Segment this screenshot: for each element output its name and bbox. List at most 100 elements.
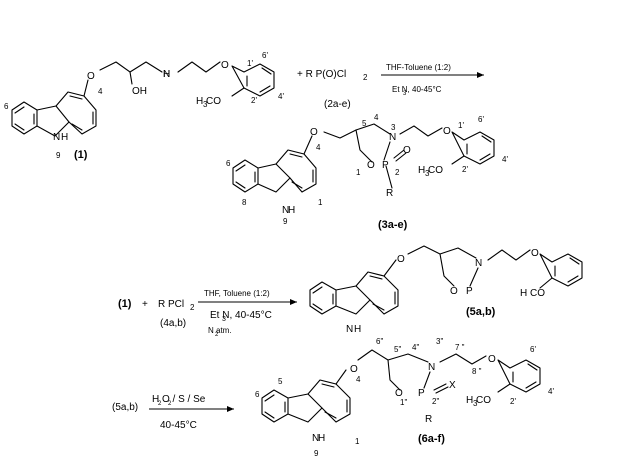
p6-num-4dd: 4" — [412, 343, 419, 352]
conditions-1-top: THF-Toluene (1:2) — [386, 63, 451, 72]
p3-num-1p: 1' — [458, 121, 464, 130]
p3-num-2p: 2' — [462, 165, 468, 174]
r2-reactant-1: (1) — [118, 298, 132, 310]
p3-sub-3: 3 — [425, 169, 430, 178]
p3-atom-O-ring: O — [367, 160, 375, 171]
num-2p: 2' — [251, 96, 257, 105]
sub-3: 3 — [203, 100, 208, 109]
r3-sub-1: 2 — [158, 401, 162, 407]
num-9: 9 — [56, 151, 61, 160]
r2-conditions-bottom-sub: 2 — [215, 332, 219, 338]
p6-atom-X: X — [449, 380, 456, 391]
r3-conditions-bottom: 40-45°C — [160, 420, 197, 431]
label-product-6af: (6a-f) — [418, 433, 445, 445]
reagent-RPOCl2: + R P(O)Cl — [297, 69, 346, 80]
p3-num-6p: 6' — [478, 115, 484, 124]
p6-num-6: 6 — [255, 390, 260, 399]
p6-sub-3: 3 — [473, 399, 478, 408]
arrow-head-3 — [227, 406, 234, 412]
p6-num-1dd: 1" — [400, 398, 407, 407]
r2-conditions-bottom: N atm. — [208, 326, 232, 335]
p6-atom-P: P — [418, 388, 425, 399]
r3-conditions-top: H O / S / Se — [152, 394, 206, 405]
conditions-1-sub: 3 — [403, 91, 407, 97]
p3-atom-H: H — [288, 205, 295, 216]
p3-atom-P: P — [382, 160, 389, 171]
arrow-head-1 — [477, 72, 484, 78]
p3-atom-R: R — [386, 188, 393, 199]
r2-conditions-top: THF, Toluene (1:2) — [204, 289, 270, 298]
reagent-sub-2: 2 — [363, 73, 368, 82]
p6-atom-O-ring: O — [395, 388, 403, 399]
p3-num-5: 5 — [362, 119, 367, 128]
r3-sub-2: 2 — [168, 401, 172, 407]
p3-num-6: 6 — [226, 159, 231, 168]
p5-atom-H2CO: H CO — [520, 288, 545, 299]
p6-atom-N: N — [428, 362, 435, 373]
conditions-1-bottom: Et N, 40-45°C — [392, 85, 442, 94]
p3-atom-O2: O — [443, 126, 451, 137]
p3-num-4p: 4' — [502, 155, 508, 164]
compound-3 — [232, 123, 495, 193]
p5-atom-O2: O — [531, 248, 539, 259]
r2-reagent-sub: 2 — [190, 303, 195, 312]
p6-atom-NH: N — [312, 433, 319, 444]
p3-num-2: 2 — [395, 168, 400, 177]
p6-num-1: 1 — [355, 437, 360, 446]
p5-atom-P: P — [466, 286, 473, 297]
p3-atom-N: N — [389, 132, 396, 143]
atom-N: N — [163, 69, 170, 80]
p6-atom-O: O — [350, 364, 358, 375]
r2-plus: + — [142, 299, 148, 310]
p3-num-9: 9 — [283, 217, 288, 226]
r2-conditions-mid-sub: 3 — [222, 316, 226, 323]
p6-atom-O2: O — [488, 354, 496, 365]
p6-num-2p: 2' — [510, 397, 516, 406]
p6-num-9: 9 — [314, 449, 319, 458]
atom-O: O — [87, 71, 95, 82]
p6-num-5dd: 5" — [394, 345, 401, 354]
atom-NH: H — [163, 69, 170, 80]
p5-atom-O-ring: O — [450, 286, 458, 297]
label-compound-1: (1) — [74, 149, 88, 161]
atom-H-ring: H — [61, 132, 68, 143]
p3-num-1-carb: 1 — [318, 198, 323, 207]
num-6: 6 — [4, 102, 9, 111]
p6-num-7dd: 7 " — [455, 343, 465, 352]
atom-OH: OH — [132, 86, 147, 97]
p3-atom-O: O — [310, 127, 318, 138]
compound-1 — [11, 61, 275, 137]
p6-num-6dd: 6" — [376, 337, 383, 346]
p3-atom-H3CO: H CO — [418, 165, 443, 176]
p6-atom-H3CO: H CO — [466, 395, 491, 406]
p6-num-3dd: 3" — [436, 337, 443, 346]
p3-num-1: 1 — [356, 168, 361, 177]
p3-atom-NH: N — [282, 205, 289, 216]
p3-num-8: 8 — [242, 198, 247, 207]
p6-num-8dd: 8 " — [472, 367, 482, 376]
p6-num-4p: 4' — [548, 387, 554, 396]
p6-num-4: 4 — [356, 375, 361, 384]
label-product-3ae: (3a-e) — [378, 219, 408, 231]
arrow-head-2 — [290, 299, 297, 305]
p6-num-5: 5 — [278, 377, 283, 386]
compound-6 — [261, 349, 541, 423]
compound-5 — [309, 245, 583, 315]
label-product-5ab: (5a,b) — [466, 306, 496, 318]
num-6p: 6' — [262, 51, 268, 60]
p6-atom-R: R — [425, 414, 432, 425]
p6-num-2dd: 2" — [432, 397, 439, 406]
p5-atom-N: N — [475, 258, 482, 269]
num-1p: 1' — [247, 59, 253, 68]
r3-reactant: (5a,b) — [112, 402, 138, 413]
r2-reagent: R PCl — [158, 299, 184, 310]
p3-num-4-carb: 4 — [316, 143, 321, 152]
atom-NH-ring: N — [53, 132, 60, 143]
num-4p: 4' — [278, 92, 284, 101]
r2-reagent-label: (4a,b) — [160, 318, 186, 329]
reagent-label-2ae: (2a-e) — [324, 99, 351, 110]
num-4: 4 — [98, 87, 103, 96]
p5-atom-NH: N — [346, 324, 353, 335]
p3-atom-O-dbl: O — [403, 145, 411, 156]
